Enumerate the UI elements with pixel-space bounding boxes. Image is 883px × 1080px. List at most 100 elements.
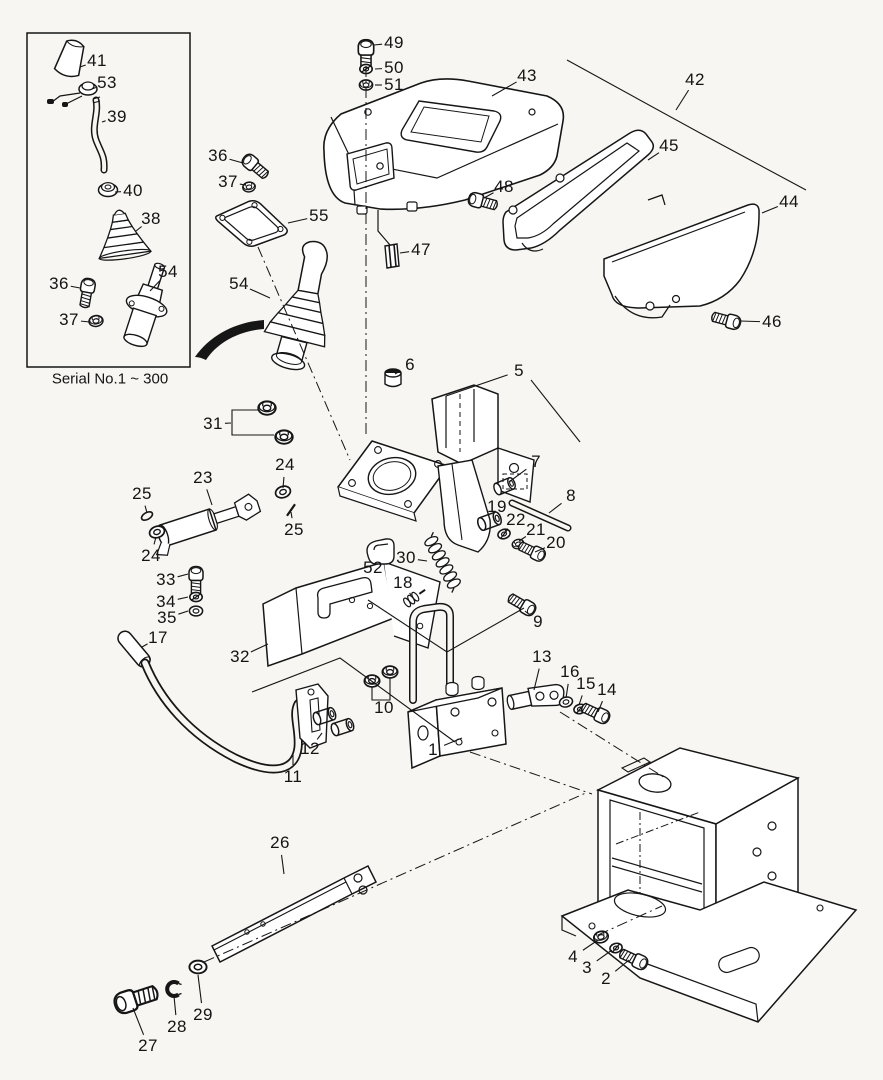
callout-5-23: 5: [514, 361, 524, 380]
callout-6-22: 6: [405, 355, 415, 374]
callout-10-49: 10: [374, 698, 394, 717]
callout-20-43: 20: [546, 533, 566, 552]
callout-33-30: 33: [156, 570, 176, 589]
callout-12-50: 12: [300, 739, 320, 758]
centerlines: [203, 66, 666, 963]
callout-51-10: 51: [384, 75, 404, 94]
plug-6: [384, 368, 402, 388]
callout-25-28: 25: [132, 484, 152, 503]
pin-25-left: [140, 510, 154, 522]
callout-27-56: 27: [138, 1036, 158, 1055]
bolt-14: [578, 699, 613, 727]
callout-31-24: 31: [203, 414, 223, 433]
callout-54-7: 54: [158, 262, 178, 281]
nut-37-inset: [87, 313, 105, 329]
callout-16-46: 16: [560, 662, 580, 681]
callout-37-6: 37: [59, 310, 79, 329]
callout-49-8: 49: [384, 33, 404, 52]
callout-21-42: 21: [526, 520, 546, 539]
callout-1-52: 1: [428, 740, 438, 759]
cover-45: [502, 129, 655, 252]
boot-38: [98, 209, 153, 261]
callout-23-25: 23: [193, 468, 213, 487]
callout-48-15: 48: [494, 177, 514, 196]
callout-34-31: 34: [156, 592, 176, 611]
callout-19-40: 19: [487, 497, 507, 516]
callout-2-59: 2: [601, 969, 611, 988]
washer-29: [188, 959, 208, 975]
reference-arrow: [195, 320, 264, 360]
callout-9-44: 9: [533, 612, 543, 631]
spring-30: [424, 531, 461, 593]
callout-54-21: 54: [229, 274, 249, 293]
clip-47: [384, 243, 400, 269]
inset-box: [26, 32, 191, 368]
callout-36-17: 36: [208, 146, 228, 165]
lever-rod-39: [90, 96, 108, 174]
rod-8: [508, 499, 572, 532]
callout-24-29: 24: [141, 546, 161, 565]
bolt-20: [515, 538, 548, 564]
spring-pin-18: [403, 589, 426, 608]
callout-45-13: 45: [659, 136, 679, 155]
callout-39-2: 39: [107, 107, 127, 126]
joystick-valve-54-inset: [123, 262, 168, 348]
washer-35: [188, 605, 204, 617]
callout-50-9: 50: [384, 58, 404, 77]
callout-25-27: 25: [284, 520, 304, 539]
damper-23: [155, 493, 262, 556]
callout-3-58: 3: [582, 958, 592, 977]
stand-frame: [560, 747, 858, 1023]
gasket-55: [215, 199, 288, 248]
bolt-36: [239, 151, 272, 183]
callout-11-51: 11: [283, 767, 303, 786]
callout-7-38: 7: [531, 452, 541, 471]
bolt-33: [188, 565, 204, 597]
callout-13-45: 13: [532, 647, 552, 666]
callout-42-12: 42: [685, 70, 705, 89]
inset-caption: Serial No.1 ~ 300: [51, 370, 169, 388]
callout-52-35: 52: [363, 558, 383, 577]
callout-17-33: 17: [148, 628, 168, 647]
callout-35-32: 35: [157, 608, 177, 627]
callout-40-3: 40: [123, 181, 143, 200]
bolt-46: [709, 308, 743, 332]
snap-ring-28: [165, 980, 184, 998]
callout-26-53: 26: [270, 833, 290, 852]
bracket-26: [210, 864, 378, 964]
cover-32: [262, 561, 441, 668]
callout-32-34: 32: [230, 647, 250, 666]
guide-lines: [251, 59, 807, 743]
callout-30-36: 30: [396, 548, 416, 567]
callout-43-11: 43: [517, 66, 537, 85]
lever-11: [140, 658, 329, 774]
callout-8-39: 8: [566, 486, 576, 505]
callout-46-16: 46: [762, 312, 782, 331]
pin-25-right: [286, 503, 296, 517]
callout-28-55: 28: [167, 1017, 187, 1036]
callout-53-1: 53: [97, 73, 117, 92]
lockwasher-34: [189, 591, 203, 603]
nuts-10: [363, 665, 399, 701]
joystick-54: [263, 240, 328, 371]
nuts-31: [231, 400, 294, 445]
knob-41: [53, 39, 85, 78]
callout-44-14: 44: [779, 192, 799, 211]
callout-41: 41: [87, 51, 107, 70]
bolt-36-inset: [76, 276, 97, 310]
bracket-1: [407, 602, 507, 770]
clip-52: [366, 538, 395, 565]
callout-38-4: 38: [141, 209, 161, 228]
callout-47-20: 47: [411, 240, 431, 259]
callout-36-5: 36: [49, 274, 69, 293]
callout-18-37: 18: [393, 573, 413, 592]
callout-22-41: 22: [506, 510, 526, 529]
wire-to-clip: [377, 210, 391, 246]
callout-24-26: 24: [275, 455, 295, 474]
cover-44: [603, 194, 760, 319]
bolt-27: [110, 980, 162, 1017]
callout-15-47: 15: [576, 674, 596, 693]
callout-leader-lines: [70, 43, 779, 1036]
callout-55-19: 55: [309, 206, 329, 225]
